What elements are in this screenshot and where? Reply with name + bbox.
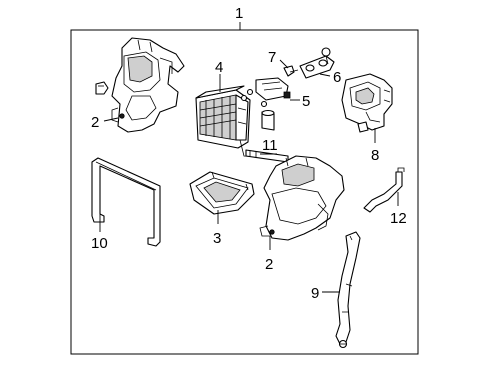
filter-tray [189,171,255,215]
callout-8: 8 [371,147,379,164]
expansion-valve [240,77,291,108]
evaporator-core [195,85,273,159]
blower-housing [341,73,393,133]
gasket-plate [299,47,335,79]
callout-6: 6 [333,69,341,86]
callout-2a: 2 [91,114,99,131]
callout-11: 11 [262,137,278,154]
callout-7: 7 [268,49,276,66]
callout-6-leader [319,73,331,77]
callout-9: 9 [311,285,319,302]
bent-pipe [363,167,405,213]
heater-case-upper [111,37,185,133]
callout-2a-leader [103,117,119,122]
callout-7-leader [279,59,289,69]
drain-hose [335,231,361,349]
seal-frame [91,157,161,247]
callout-3: 3 [213,230,221,247]
heater-case-lower [259,155,345,241]
clip-part [95,81,109,95]
callout-12: 12 [390,210,407,227]
callout-10: 10 [91,235,108,252]
callout-4: 4 [215,59,223,76]
callout-2b: 2 [265,256,273,273]
callout-1: 1 [235,5,243,22]
callout-5: 5 [302,93,310,110]
bolt [283,65,299,77]
assembly-frame [70,29,419,355]
